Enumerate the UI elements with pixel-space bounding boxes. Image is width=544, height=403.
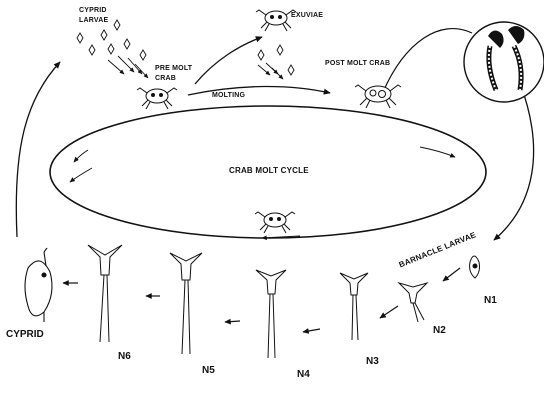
stage-arrows <box>63 268 460 332</box>
bottom-crab <box>255 212 295 233</box>
cyprid-larva <box>25 248 52 322</box>
label-n1: N1 <box>484 296 497 306</box>
pre-molt-crab <box>137 88 177 109</box>
label-n5: N5 <box>202 366 215 376</box>
post-molt-crab <box>355 85 401 108</box>
nauplius-n1 <box>470 256 480 278</box>
label-molting: MOLTING <box>212 92 245 99</box>
nauplius-n3 <box>340 273 368 340</box>
shed-larvae-cluster <box>258 45 294 79</box>
exuviae-crab <box>256 10 296 31</box>
cycle-arrow-left-bottom <box>70 168 92 182</box>
label-crab-molt-cycle: CRAB MOLT CYCLE <box>229 167 309 175</box>
label-cyprid: CYPRID <box>6 330 44 340</box>
barnacle-closeup <box>464 22 544 102</box>
label-n4: N4 <box>297 370 310 380</box>
label-post-molt-crab: POST MOLT CRAB <box>325 60 390 67</box>
label-n6: N6 <box>118 352 131 362</box>
label-n3: N3 <box>366 357 379 367</box>
nauplius-n2 <box>399 283 427 322</box>
arrow-cyprid-to-larvae <box>16 62 60 237</box>
label-exuviae: EXUVIAE <box>291 12 323 19</box>
nauplius-n5 <box>170 253 202 354</box>
cyprid-larvae-cluster <box>77 20 146 60</box>
arrow-closeup-to-larvae <box>494 83 534 240</box>
nauplius-n4 <box>256 270 286 358</box>
label-cyprid-larvae-1: CYPRID <box>79 7 107 14</box>
cyprid-drift-arrows <box>108 56 148 78</box>
arrow-post-molt-to-closeup <box>383 29 472 92</box>
label-pre-molt-2: CRAB <box>155 75 176 82</box>
cycle-arrow-right <box>420 147 455 157</box>
arrow-molting <box>188 86 330 95</box>
label-cyprid-larvae-2: LARVAE <box>79 17 108 24</box>
cycle-arrow-left-top <box>74 150 88 162</box>
arrow-to-exuviae <box>195 37 262 84</box>
nauplius-n6 <box>88 245 122 342</box>
label-n2: N2 <box>433 326 446 336</box>
label-pre-molt-1: PRE MOLT <box>155 65 192 72</box>
